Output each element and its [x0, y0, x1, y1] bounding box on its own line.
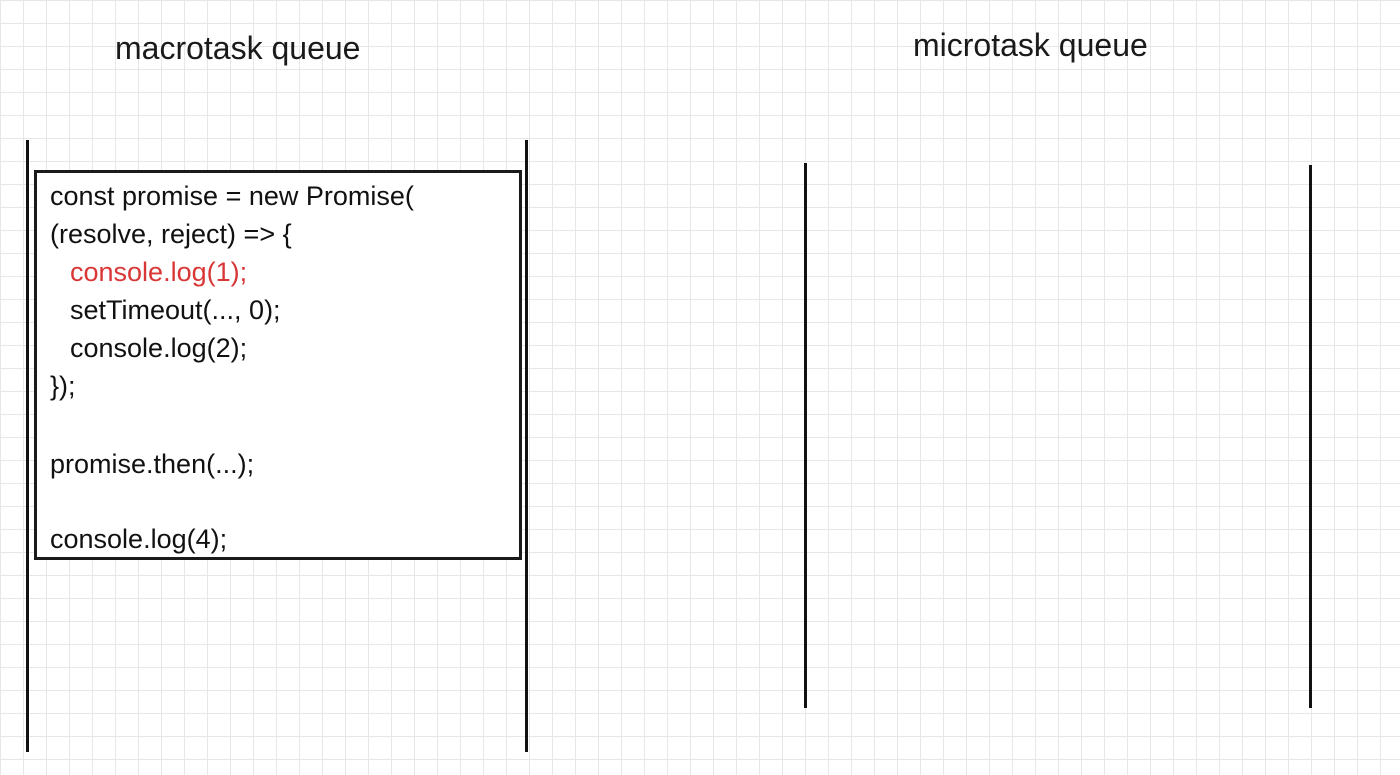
- microtask-queue-left-wall: [804, 163, 807, 708]
- code-line: console.log(4);: [50, 524, 228, 554]
- code-line: const promise = new Promise(: [50, 181, 414, 211]
- code-line: console.log(2);: [70, 333, 248, 363]
- microtask-queue-title: microtask queue: [913, 27, 1148, 63]
- macrotask-queue-title: macrotask queue: [115, 30, 361, 66]
- code-line: });: [50, 371, 76, 401]
- code-line: (resolve, reject) => {: [50, 219, 292, 249]
- microtask-queue-right-wall: [1309, 165, 1312, 708]
- code-line: promise.then(...);: [50, 449, 255, 479]
- code-line: setTimeout(..., 0);: [70, 295, 281, 325]
- macrotask-queue-left-wall: [26, 140, 29, 752]
- code-line-highlighted: console.log(1);: [70, 257, 248, 287]
- macrotask-queue-right-wall: [525, 140, 528, 752]
- macrotask-script-block: const promise = new Promise( (resolve, r…: [34, 170, 522, 560]
